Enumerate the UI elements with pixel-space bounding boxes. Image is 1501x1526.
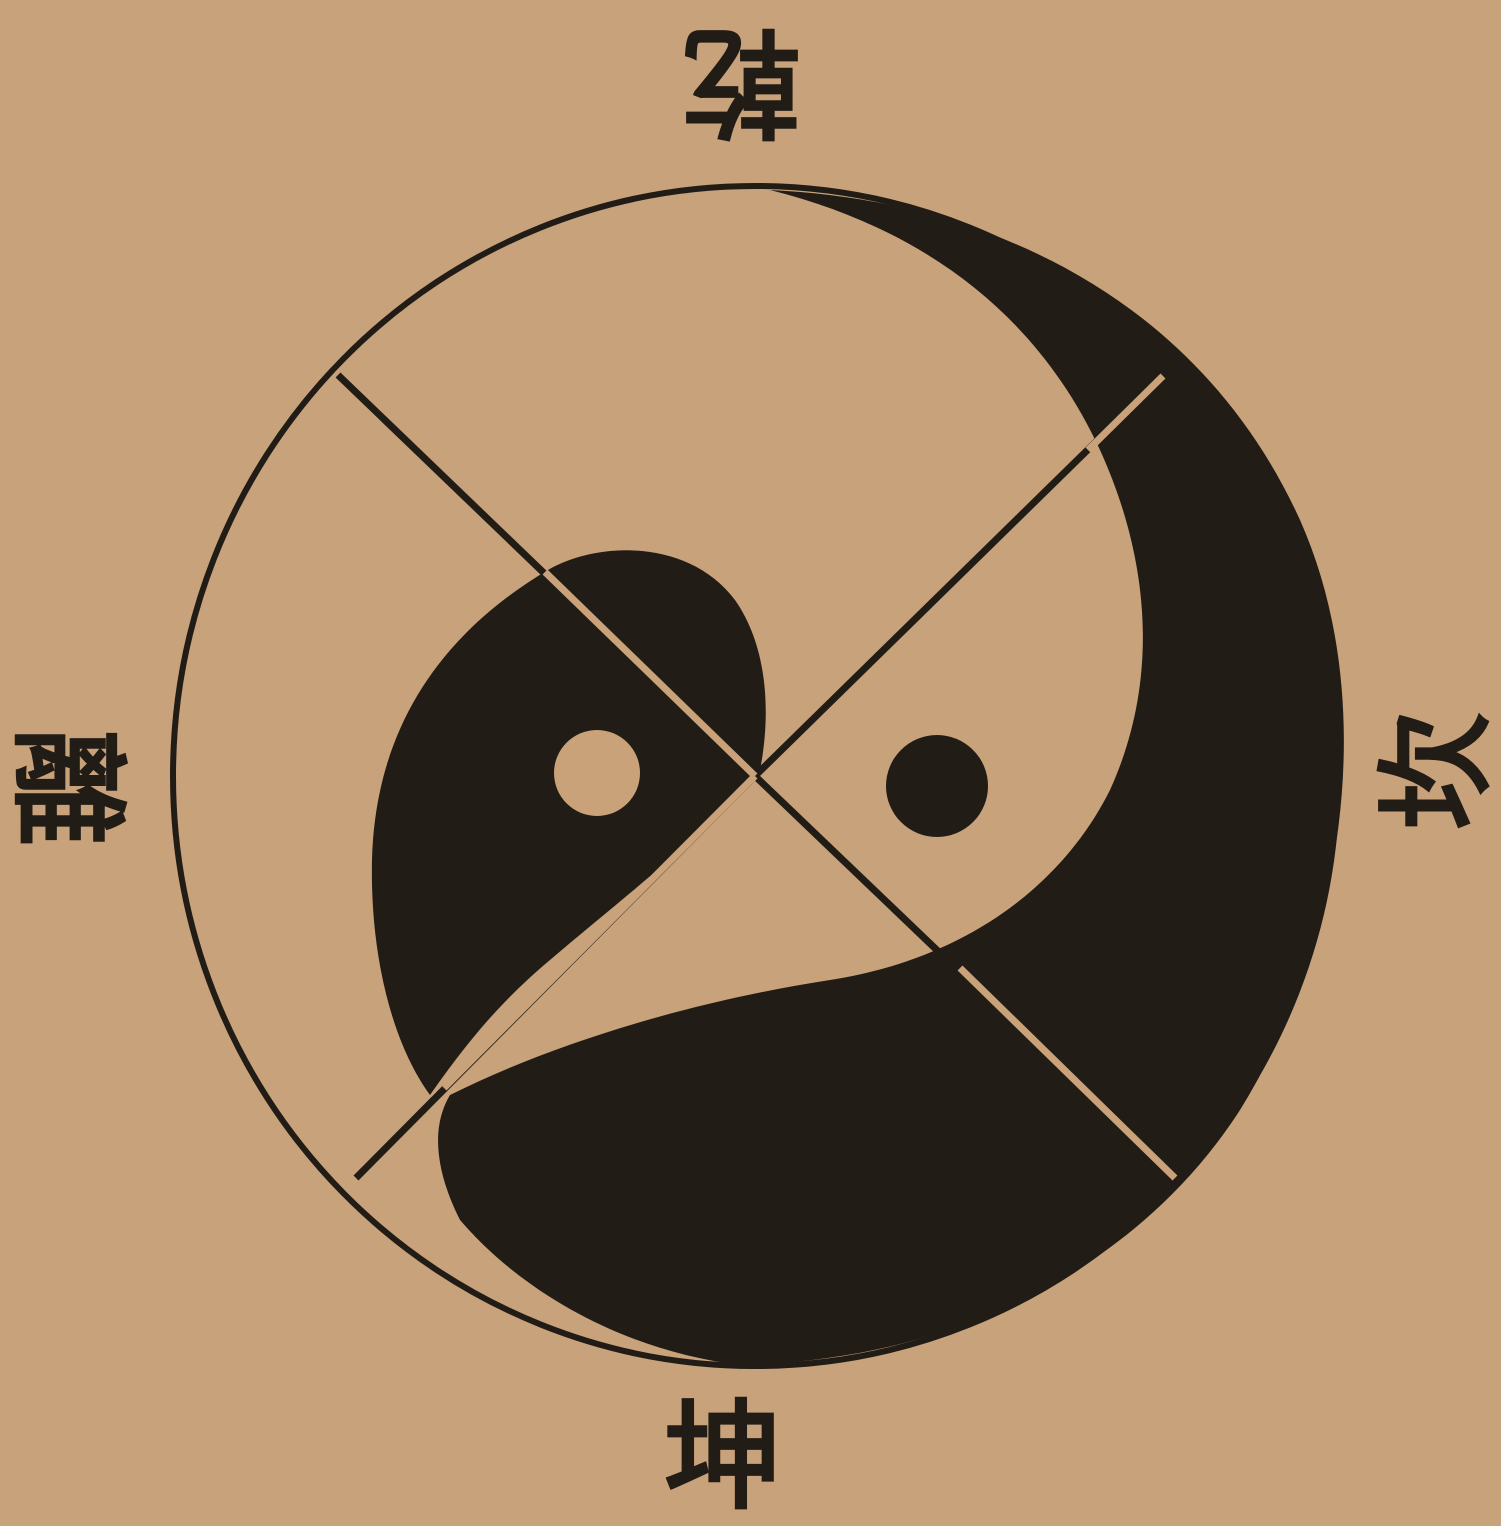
black-eye-dot	[886, 735, 988, 837]
trigram-label-kan: 坎	[1378, 712, 1496, 830]
trigram-label-li: 離	[8, 728, 126, 846]
trigram-label-qian: 乾	[683, 22, 801, 140]
white-eye-dot	[554, 730, 640, 816]
trigram-label-kun: 坤	[664, 1398, 782, 1516]
